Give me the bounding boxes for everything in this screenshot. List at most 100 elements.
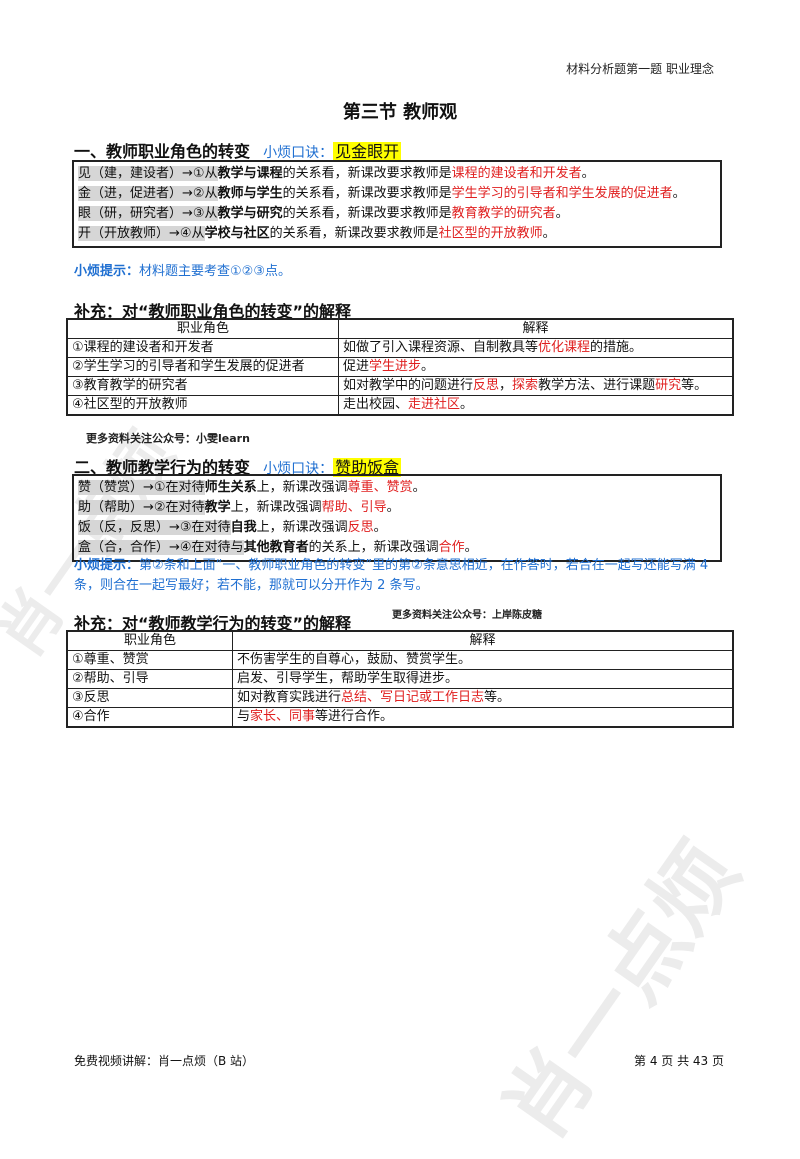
col-header-explanation: 解释 [338, 318, 734, 339]
section-title: 第三节 教师观 [342, 102, 458, 123]
table-row: ③教育教学的研究者 如对教学中的问题进行反思，探索教学方法、进行课题研究等。 [66, 376, 734, 396]
supplement2-table: 职业角色 解释 ①尊重、赞赏 不伤害学生的自尊心，鼓励、赞赏学生。 ②帮助、引导… [66, 630, 734, 728]
part1-tip: 小烦提示：材料题主要考查①②③点。 [74, 262, 291, 282]
row-bold: 其他教育者 [243, 540, 309, 555]
cell-text: 不伤害学生的自尊心，鼓励、赞赏学生。 [237, 652, 472, 667]
cell-text: 如对教学中的问题进行 [343, 378, 474, 393]
cell-text: 等。 [681, 378, 708, 393]
cell-text: 如对教育实践进行 [237, 690, 342, 705]
supplement1-table: 职业角色 解释 ①课程的建设者和开发者 如做了引入课程资源、自制教具等优化课程的… [66, 318, 734, 416]
cell-text: 等进行合作。 [315, 709, 394, 724]
part2-row: 饭（反，反思）→③在对待自我上，新课改强调反思。 [78, 518, 716, 538]
part1-row: 眼（研，研究者）→③从教学与研究的关系看，新课改要求教师是教育教学的研究者。 [78, 204, 716, 224]
table-row: ④社区型的开放教师 走出校园、走进社区。 [66, 395, 734, 416]
row-end: 。 [581, 166, 595, 181]
cell-red: 总结、写日记或工作日志 [341, 690, 485, 705]
cell-explanation: 与家长、同事等进行合作。 [232, 707, 734, 728]
row-bold: 教学与课程 [217, 166, 283, 181]
cell-role: ④社区型的开放教师 [66, 395, 339, 416]
part1-mnemonic: 见金眼开 [333, 142, 402, 161]
part2-row: 盒（合，合作）→④在对待与其他教育者的关系上，新课改强调合作。 [78, 538, 716, 558]
row-mid: 上，新课改强调 [256, 520, 348, 535]
row-key: 眼（研，研究者）→③从 [78, 206, 218, 221]
cell-role: ①尊重、赞赏 [66, 650, 233, 670]
table-row: ①尊重、赞赏 不伤害学生的自尊心，鼓励、赞赏学生。 [66, 650, 734, 670]
row-key: 助（帮助）→②在对待 [78, 500, 205, 515]
cell-role: ③教育教学的研究者 [66, 376, 339, 396]
row-end: 。 [464, 540, 478, 555]
cell-explanation: 不伤害学生的自尊心，鼓励、赞赏学生。 [232, 650, 734, 670]
part1-row: 见（建，建设者）→①从教学与课程的关系看，新课改要求教师是课程的建设者和开发者。 [78, 164, 716, 184]
cell-explanation: 促进学生进步。 [338, 357, 734, 377]
cell-role: ①课程的建设者和开发者 [66, 338, 339, 358]
cell-explanation: 如对教育实践进行总结、写日记或工作日志等。 [232, 688, 734, 708]
row-key: 赞（赞赏）→①在对待 [78, 480, 205, 495]
cell-explanation: 走出校园、走进社区。 [338, 395, 734, 416]
part2-box: 赞（赞赏）→①在对待师生关系上，新课改强调尊重、赞赏。 助（帮助）→②在对待教学… [72, 474, 722, 562]
tip-text: 第②条和上面“一、教师职业角色的转变”里的第②条意思相近，在作答时，若合在一起写… [74, 558, 709, 593]
row-bold: 教学 [204, 500, 231, 515]
cell-text: 启发、引导学生，帮助学生取得进步。 [237, 671, 459, 686]
row-key: 金（进，促进者）→②从 [78, 186, 218, 201]
table-header-row: 职业角色 解释 [66, 318, 734, 339]
row-key: 饭（反，反思）→③在对待 [78, 520, 231, 535]
page-number: 第 4 页 共 43 页 [634, 1054, 724, 1068]
row-red: 课程的建设者和开发者 [451, 166, 582, 181]
row-red: 尊重、赞赏 [347, 480, 413, 495]
row-mid: 的关系看，新课改要求教师是 [282, 186, 452, 201]
row-mid: 的关系看，新课改要求教师是 [282, 206, 452, 221]
cell-text: ， [499, 378, 513, 393]
row-end: 。 [542, 226, 556, 241]
cell-role: ④合作 [66, 707, 233, 728]
tip-label: 小烦提示： [74, 558, 140, 573]
cell-role: ②学生学习的引导者和学生发展的促进者 [66, 357, 339, 377]
row-end: 。 [555, 206, 569, 221]
row-red: 反思 [347, 520, 374, 535]
part2-mnemonic: 赞助饭盒 [333, 458, 402, 477]
part2-mnemonic-label: 小烦口诀： [263, 461, 334, 477]
part2-row: 赞（赞赏）→①在对待师生关系上，新课改强调尊重、赞赏。 [78, 478, 716, 498]
cell-red: 学生进步 [369, 359, 422, 374]
table-row: ②帮助、引导 启发、引导学生，帮助学生取得进步。 [66, 669, 734, 689]
cell-text: 如做了引入课程资源、自制教具等 [343, 340, 539, 355]
part2-heading: 二、教师教学行为的转变 [74, 458, 251, 477]
row-bold: 师生关系 [204, 480, 257, 495]
cell-explanation: 启发、引导学生，帮助学生取得进步。 [232, 669, 734, 689]
part1-mnemonic-label: 小烦口诀： [263, 145, 334, 161]
col-header-role: 职业角色 [66, 630, 233, 651]
cell-red: 走进社区 [408, 397, 461, 412]
cell-text: 教学方法、进行课题 [538, 378, 656, 393]
tip-label: 小烦提示： [74, 264, 140, 279]
row-red: 帮助、引导 [321, 500, 387, 515]
tip-text: 材料题主要考查①②③点。 [139, 264, 291, 279]
row-red: 学生学习的引导者和学生发展的促进者 [451, 186, 673, 201]
part1-heading-line: 一、教师职业角色的转变 小烦口诀：见金眼开 [74, 138, 402, 162]
row-key: 开（开放教师）→④从 [78, 226, 205, 241]
table-header-row: 职业角色 解释 [66, 630, 734, 651]
cell-explanation: 如对教学中的问题进行反思，探索教学方法、进行课题研究等。 [338, 376, 734, 396]
part2-tip: 小烦提示：第②条和上面“一、教师职业角色的转变”里的第②条意思相近，在作答时，若… [74, 556, 730, 596]
row-mid: 的关系上，新课改强调 [308, 540, 439, 555]
wechat-note-2: 更多资料关注公众号：上岸陈皮糖 [392, 610, 542, 621]
part2-row: 助（帮助）→②在对待教学上，新课改强调帮助、引导。 [78, 498, 716, 518]
cell-red: 探索 [512, 378, 539, 393]
table-row: ④合作 与家长、同事等进行合作。 [66, 707, 734, 728]
col-header-role: 职业角色 [66, 318, 339, 339]
part2-heading-line: 二、教师教学行为的转变 小烦口诀：赞助饭盒 [74, 454, 402, 478]
cell-text: 走出校园、 [343, 397, 409, 412]
cell-text: 。 [460, 397, 474, 412]
cell-red: 研究 [655, 378, 682, 393]
footer-video-note: 免费视频讲解：肖一点烦（B 站） [74, 1054, 255, 1068]
supplement2-heading: 补充：对“教师教学行为的转变”的解释 [74, 614, 352, 633]
part1-row: 开（开放教师）→④从学校与社区的关系看，新课改要求教师是社区型的开放教师。 [78, 224, 716, 244]
row-mid: 的关系看，新课改要求教师是 [269, 226, 439, 241]
cell-explanation: 如做了引入课程资源、自制教具等优化课程的措施。 [338, 338, 734, 358]
row-bold: 学校与社区 [204, 226, 270, 241]
cell-red: 反思 [473, 378, 500, 393]
row-bold: 教师与学生 [217, 186, 283, 201]
cell-role: ③反思 [66, 688, 233, 708]
supplement1-heading: 补充：对“教师职业角色的转变”的解释 [74, 302, 352, 321]
table-row: ②学生学习的引导者和学生发展的促进者 促进学生进步。 [66, 357, 734, 377]
part1-box: 见（建，建设者）→①从教学与课程的关系看，新课改要求教师是课程的建设者和开发者。… [72, 160, 722, 248]
row-red: 合作 [438, 540, 465, 555]
